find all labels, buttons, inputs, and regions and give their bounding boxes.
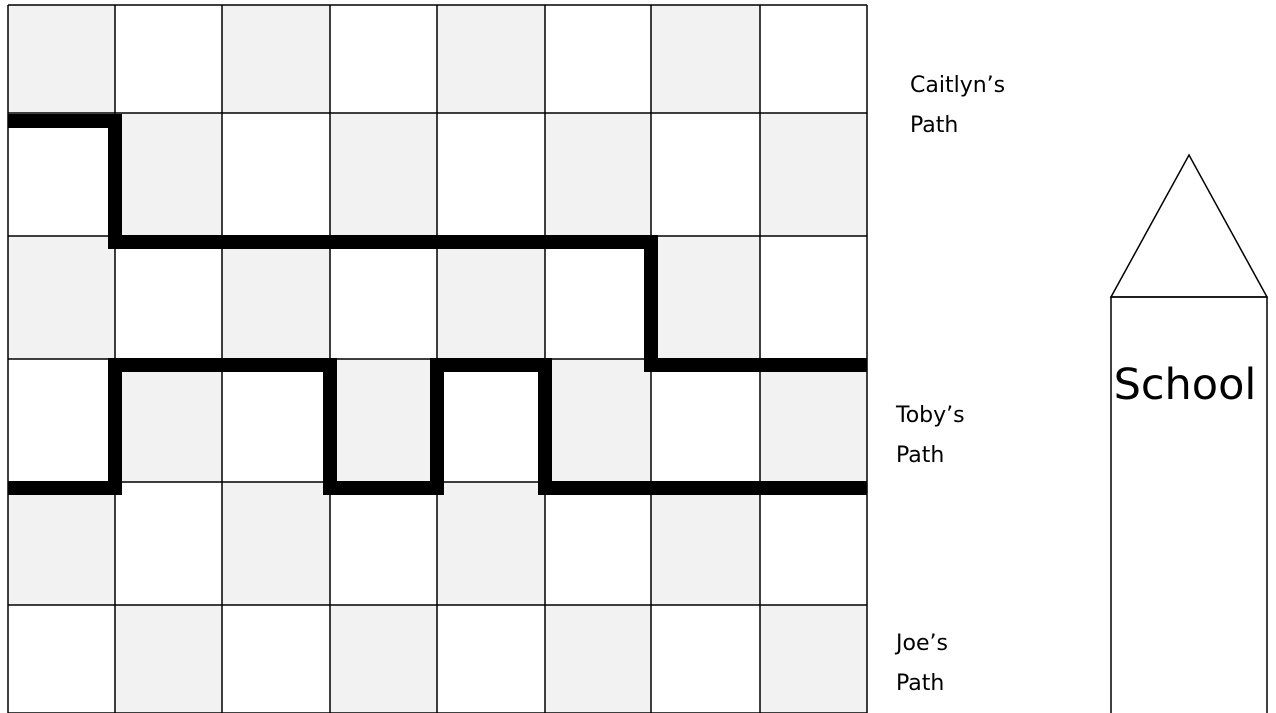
grid-cell xyxy=(8,359,115,482)
grid-cell xyxy=(651,482,760,605)
joe-path-label: Joe’s Path xyxy=(896,624,948,704)
grid-cell xyxy=(115,236,222,359)
grid-cell xyxy=(651,236,760,359)
grid-cell xyxy=(115,113,222,236)
grid-cell xyxy=(760,236,867,359)
toby-path-label: Toby’s Path xyxy=(896,396,965,476)
grid-cell xyxy=(760,5,867,113)
grid-cell xyxy=(115,5,222,113)
grid-cell xyxy=(8,482,115,605)
grid-cell xyxy=(8,5,115,113)
grid-cell xyxy=(545,359,651,482)
grid-cell xyxy=(760,359,867,482)
grid-cell xyxy=(330,236,437,359)
grid-cell xyxy=(437,113,545,236)
grid-cell xyxy=(222,605,330,713)
grid-cell xyxy=(330,482,437,605)
grid-cell xyxy=(222,5,330,113)
grid-cell xyxy=(760,605,867,713)
caitlyn-path-label-word: Path xyxy=(910,106,1005,146)
school-roof xyxy=(1111,155,1267,297)
grid-cell xyxy=(545,113,651,236)
school-building xyxy=(1111,155,1267,713)
grid-cell xyxy=(115,359,222,482)
grid-cell xyxy=(760,113,867,236)
joe-path-label-word: Path xyxy=(896,664,948,704)
grid-cell xyxy=(545,605,651,713)
grid-cell xyxy=(115,482,222,605)
grid-cell xyxy=(222,482,330,605)
grid-cell xyxy=(8,605,115,713)
school-label: School xyxy=(1110,355,1260,415)
grid-cell xyxy=(545,482,651,605)
grid-cell xyxy=(8,113,115,236)
grid-cell xyxy=(437,482,545,605)
grid-cell xyxy=(651,359,760,482)
caitlyn-path-label: Caitlyn’s Path xyxy=(910,66,1005,146)
grid-cell xyxy=(330,605,437,713)
grid-cell xyxy=(437,605,545,713)
joe-path-label-name: Joe’s xyxy=(896,624,948,664)
grid-cell xyxy=(115,605,222,713)
grid-cell xyxy=(437,5,545,113)
grid-cell xyxy=(222,359,330,482)
grid-cell xyxy=(545,236,651,359)
grid-cell xyxy=(8,236,115,359)
grid-cell xyxy=(545,5,651,113)
grid-cell xyxy=(760,482,867,605)
grid-cell xyxy=(651,605,760,713)
caitlyn-path-label-name: Caitlyn’s xyxy=(910,66,1005,106)
grid-cell xyxy=(222,236,330,359)
grid-cell xyxy=(437,236,545,359)
toby-path-label-name: Toby’s xyxy=(896,396,965,436)
toby-path-label-word: Path xyxy=(896,436,965,476)
grid-cell xyxy=(330,5,437,113)
grid-cell xyxy=(330,359,437,482)
grid-cell xyxy=(651,5,760,113)
grid-cell xyxy=(222,113,330,236)
grid-cell xyxy=(651,113,760,236)
grid-cell xyxy=(330,113,437,236)
grid-cell xyxy=(437,359,545,482)
